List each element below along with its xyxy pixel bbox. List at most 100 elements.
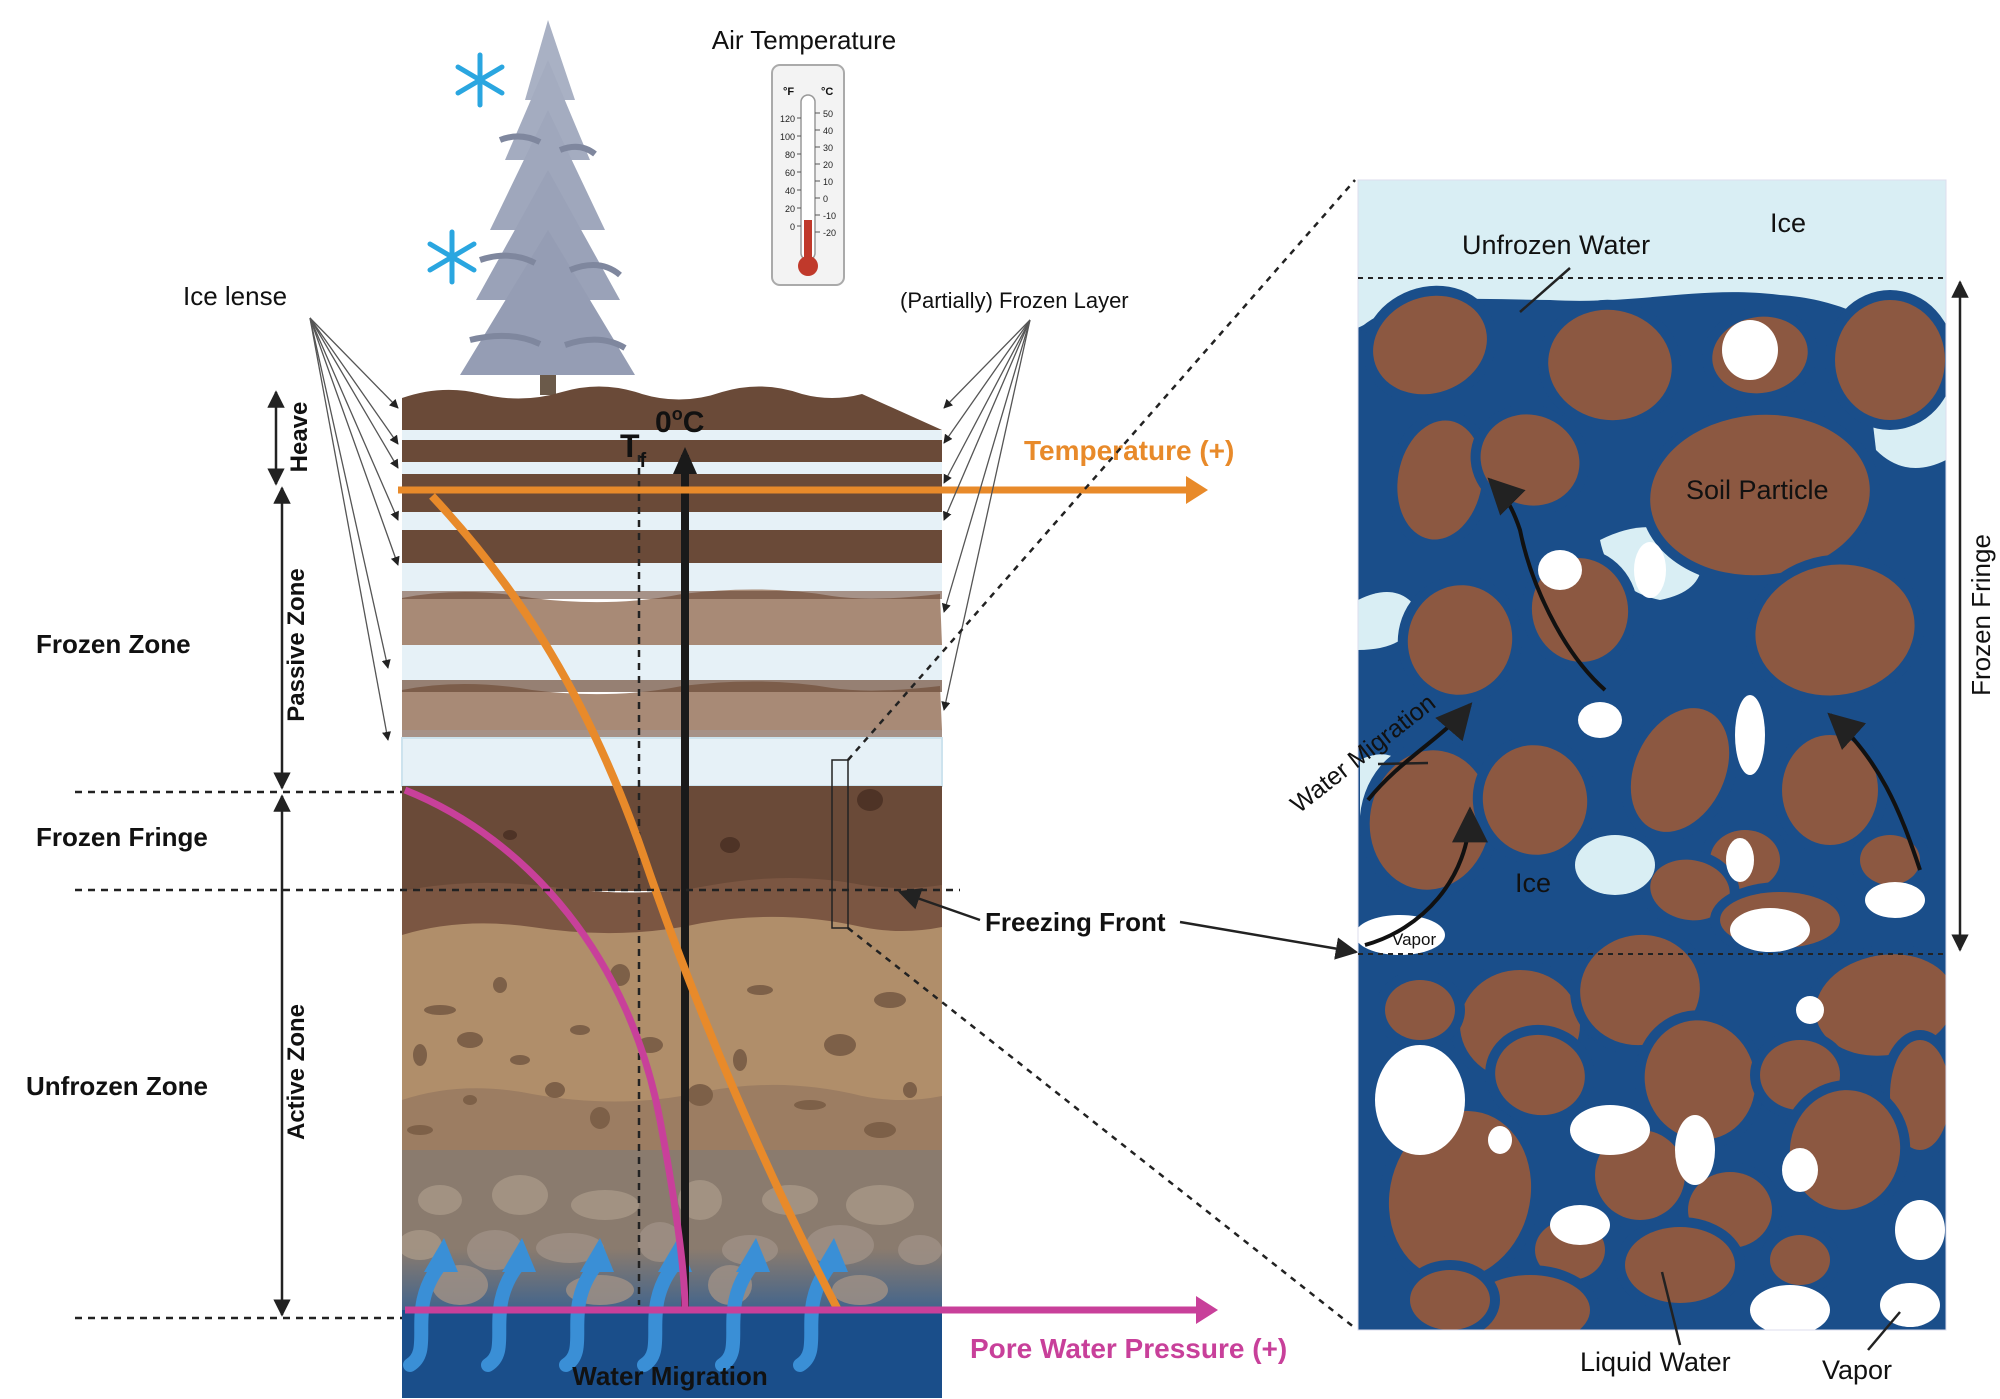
ice-lense-pointers [309, 317, 400, 741]
soil-particle [1644, 1020, 1756, 1140]
soil-particle [1397, 420, 1483, 540]
pore-detail-frame [1357, 179, 1947, 1331]
vapor-pocket [1726, 838, 1754, 882]
water-migration-arrow [403, 1258, 447, 1372]
frozen-layer-pointer [943, 319, 1031, 444]
water-migration-arrowhead [580, 1238, 614, 1272]
celsius-tick-label: 0 [823, 194, 828, 204]
soil-particle [1770, 1235, 1830, 1285]
ice-lense-pointer [309, 317, 399, 409]
active-zone-label: Active Zone [283, 1004, 310, 1140]
soil-particle [1495, 1034, 1585, 1116]
gravel-cobble [898, 1235, 942, 1265]
pore-pressure-curve [403, 786, 689, 1311]
vapor-pocket [1375, 1045, 1465, 1155]
vapor-pocket [1782, 1148, 1818, 1192]
vapor-pocket [1358, 915, 1445, 955]
frozen-layer-pointer [943, 319, 1031, 409]
soil-particle [1789, 1090, 1901, 1210]
vapor-small-label: Vapor [1392, 930, 1436, 949]
soil-particle [1835, 300, 1945, 420]
gravel-cobble [806, 1225, 874, 1265]
soil-column [401, 386, 943, 1398]
water-migration-arrow [1366, 702, 1473, 802]
ice-lense-pointer [309, 317, 399, 469]
soil-pebble [407, 1125, 433, 1135]
soil-particle [1407, 585, 1513, 695]
soil-pebble [874, 992, 906, 1008]
vapor-pocket [1735, 695, 1765, 775]
water-migration-arrow [481, 1258, 525, 1372]
soil-pebble [457, 1032, 483, 1048]
soil-pebble [570, 1025, 590, 1035]
soil-particle [1630, 708, 1730, 832]
fahrenheit-tick-label: 40 [785, 186, 795, 196]
frozen-layer-pointers [941, 319, 1031, 711]
water-migration-arrow [559, 1258, 603, 1372]
frozen-layer-pointer [941, 319, 1031, 711]
soil-particle [1369, 750, 1491, 890]
unfrozen-water-label: Unfrozen Water [1462, 230, 1650, 260]
soil-particle [1650, 859, 1730, 921]
water-migration-arrow [637, 1258, 681, 1372]
passive-zone-label: Passive Zone [283, 568, 310, 721]
celsius-tick-label: 30 [823, 143, 833, 153]
soil-pebble [857, 789, 883, 811]
soil-pebble [510, 1055, 530, 1065]
soil-pebble [424, 1005, 456, 1015]
soil-pebble [493, 977, 507, 993]
fahrenheit-tick-label: 60 [785, 168, 795, 178]
soil-pebble [687, 1084, 713, 1106]
soil-particle [1470, 1275, 1590, 1330]
vapor-pocket [1730, 908, 1810, 952]
snowflake-icon [427, 229, 477, 285]
water-migration-arrow [1827, 712, 1922, 871]
liquid-water-label: Liquid Water [1580, 1347, 1731, 1377]
water-migration-bottom-label: Water Migration [572, 1361, 767, 1391]
fahrenheit-unit: °F [783, 86, 794, 98]
ice-lense-pointer [309, 317, 400, 566]
vapor-pocket [1570, 1105, 1650, 1155]
soil-pebble [794, 1100, 826, 1110]
water-migration-arrowhead [736, 1238, 770, 1272]
heave-label: Heave [286, 402, 313, 473]
soil-pebble [503, 830, 517, 840]
ice-pocket [1575, 835, 1655, 895]
soil-particle-label: Soil Particle [1686, 475, 1829, 505]
soil-pebble [864, 1122, 896, 1138]
gravel-cobble [571, 1190, 639, 1220]
soil-particle [1860, 835, 1920, 885]
fahrenheit-tick-label: 20 [785, 204, 795, 214]
soil-particle [1782, 735, 1878, 845]
soil-pebble [590, 1107, 610, 1129]
fahrenheit-tick-label: 0 [790, 222, 795, 232]
gravel-cobble [432, 1265, 488, 1305]
freezing-front-pointer-right [1179, 920, 1359, 960]
ice-pocket-label: Ice [1515, 868, 1551, 898]
vapor-pocket [1675, 1115, 1715, 1185]
water-migration-arrows [1364, 477, 1922, 947]
pore-pressure-axis-arrowhead [1196, 1296, 1218, 1324]
vapor-pocket [1578, 702, 1622, 738]
celsius-tick-label: 10 [823, 177, 833, 187]
celsius-tick-label: 50 [823, 109, 833, 119]
ice-lense-pointer [309, 317, 391, 741]
temperature-axis-arrowhead [1186, 476, 1208, 504]
freezing-front-pointer-left [897, 888, 981, 922]
ice-lense-label: Ice lense [183, 281, 287, 311]
pore-pressure-axis-label: Pore Water Pressure (+) [970, 1333, 1287, 1364]
soil-pebble [545, 1082, 565, 1098]
water-migration-arrow [1364, 806, 1488, 947]
soil-pebble [747, 985, 773, 995]
frozen-fringe-label: Frozen Fringe [36, 822, 208, 852]
gravel-cobble [467, 1230, 523, 1270]
freezing-front-label: Freezing Front [985, 907, 1166, 937]
vapor-pocket [1880, 1283, 1940, 1327]
frozen-layer-pointer [943, 319, 1031, 484]
pine-tree-icon [460, 20, 635, 395]
water-migration-arrowhead [502, 1238, 536, 1272]
detail-ice-top-label: Ice [1770, 208, 1806, 238]
